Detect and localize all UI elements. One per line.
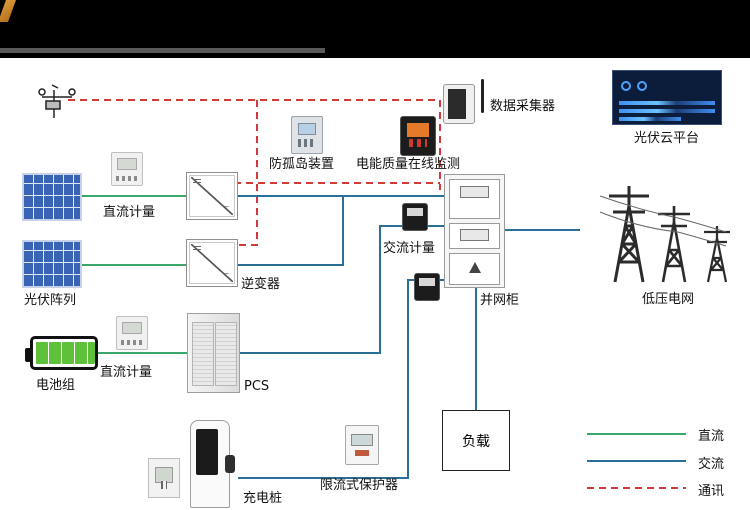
anti-islanding-label: 防孤岛装置 xyxy=(269,157,335,172)
data-collector-device xyxy=(443,79,484,124)
header-stripe xyxy=(0,48,325,53)
pcs-label: PCS xyxy=(244,379,270,394)
load-box: 负载 xyxy=(442,410,510,471)
legend-ac-label: 交流 xyxy=(698,457,725,472)
comm-lines xyxy=(68,99,441,246)
current-limiter-device xyxy=(345,425,379,465)
comm-line-inverter xyxy=(238,100,258,246)
dc-lines xyxy=(82,195,686,435)
charging-meter-device xyxy=(148,458,180,498)
battery-icon xyxy=(25,336,98,370)
weather-station-icon xyxy=(38,84,76,118)
legend-comm-label: 通讯 xyxy=(698,484,725,499)
solar-panel-icon xyxy=(22,173,82,221)
charging-pile-device xyxy=(190,420,235,508)
pcs-cabinet xyxy=(187,313,240,393)
dc-meter-battery-label: 直流计量 xyxy=(100,365,153,380)
legend-dc-label: 直流 xyxy=(698,429,725,444)
power-tower-icon xyxy=(599,186,730,283)
dc-meter-pv-label: 直流计量 xyxy=(103,205,156,220)
grid-cabinet xyxy=(444,174,505,288)
power-quality-label: 电能质量在线监测 xyxy=(356,157,461,172)
cloud-platform-screen xyxy=(612,70,722,125)
load-label: 负载 xyxy=(462,433,490,450)
data-collector-label: 数据采集器 xyxy=(490,99,556,114)
dc-meter-device xyxy=(111,152,143,186)
anti-islanding-device xyxy=(291,116,323,154)
grid-cabinet-label: 并网柜 xyxy=(480,293,520,308)
ac-meter-device-2 xyxy=(414,273,440,301)
ac-meter-device-1 xyxy=(402,203,428,231)
power-quality-monitor xyxy=(400,116,436,156)
inverter-device-2: ~ xyxy=(186,239,238,287)
solar-panel-icon xyxy=(22,240,82,288)
ac-line-inv2 xyxy=(238,196,344,266)
pv-array-label: 光伏阵列 xyxy=(24,293,77,308)
header-bar xyxy=(0,0,750,58)
inverter-device-1: ~ xyxy=(186,172,238,220)
ac-meter-label: 交流计量 xyxy=(383,241,436,256)
cloud-platform-label: 光伏云平台 xyxy=(634,131,700,146)
dc-meter-battery-device xyxy=(116,316,148,350)
battery-pack-label: 电池组 xyxy=(36,378,76,393)
charging-pile-label: 充电桩 xyxy=(243,491,283,506)
inverter-label: 逆变器 xyxy=(241,277,281,292)
low-voltage-grid-label: 低压电网 xyxy=(642,292,695,307)
current-limiter-label: 限流式保护器 xyxy=(320,478,399,493)
